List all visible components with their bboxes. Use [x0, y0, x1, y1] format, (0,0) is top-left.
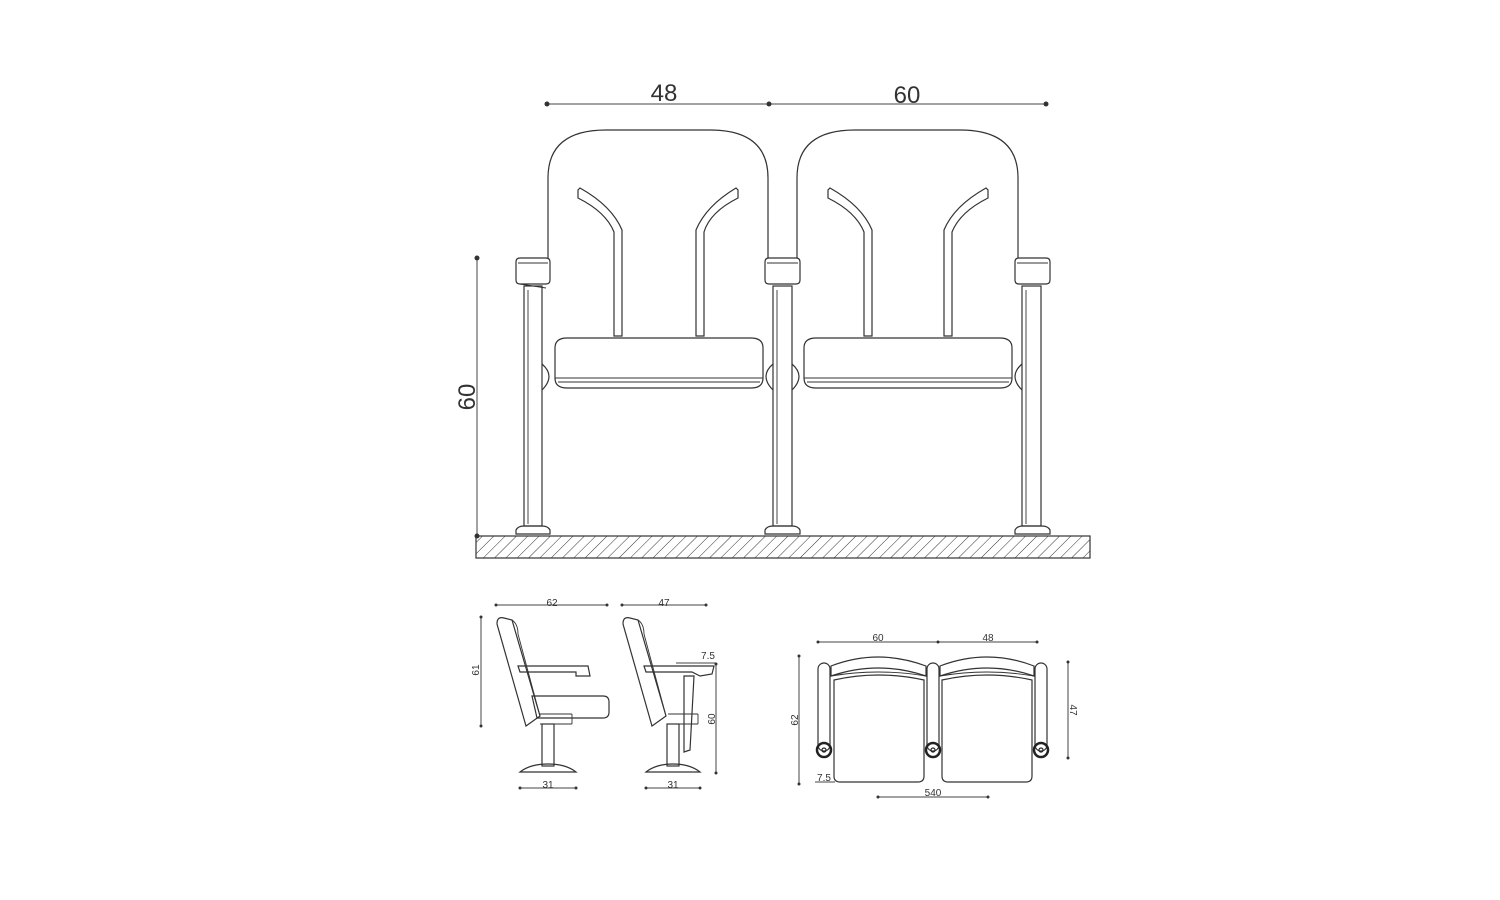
front-dim-height-label: 60	[454, 384, 481, 411]
post-right	[1014, 257, 1051, 535]
plan-top-right-label: 48	[982, 633, 994, 644]
side-view-a: 62 61 31	[471, 598, 610, 791]
plan-view: 60 48 62 47 7.5 540	[790, 633, 1078, 799]
side-b-height-label: 60	[707, 713, 718, 725]
front-view: 48 60 60	[454, 80, 1091, 559]
plan-bottom-label: 540	[925, 788, 942, 799]
side-a-base-label: 31	[542, 780, 554, 791]
side-b-depth-label: 47	[658, 598, 670, 609]
plan-top-left-label: 60	[872, 633, 884, 644]
side-a-height-label: 61	[471, 664, 482, 676]
plan-left-label: 62	[790, 714, 801, 726]
seat-left-front	[547, 129, 769, 389]
side-b-offset-label: 7.5	[701, 651, 715, 662]
plan-post-right	[1032, 741, 1050, 759]
front-height-dimension: 60	[454, 255, 481, 539]
post-middle	[764, 257, 801, 535]
front-dim-left-label: 48	[651, 80, 678, 107]
side-a-depth-label: 62	[546, 598, 558, 609]
front-dim-right-label: 60	[894, 82, 921, 109]
side-b-base-label: 31	[667, 780, 679, 791]
post-left	[515, 257, 551, 535]
side-view-b: 47 7.5 60 31	[620, 598, 718, 791]
seat-right-front	[796, 129, 1019, 389]
plan-offset-label: 7.5	[817, 773, 831, 784]
floor-hatch	[475, 535, 1091, 559]
plan-right-label: 47	[1067, 704, 1078, 716]
plan-post-left	[815, 741, 833, 759]
plan-post-middle	[924, 741, 942, 759]
front-top-dimension: 48 60	[544, 80, 1049, 109]
